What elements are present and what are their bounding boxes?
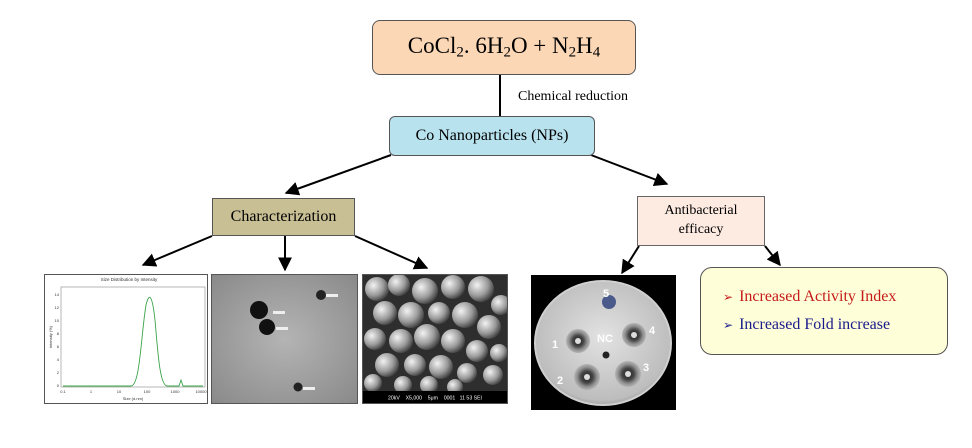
dls-ytick: 4 xyxy=(57,357,60,362)
sem-image: 20kV X5,000 5μm 0001 11 53 SEI xyxy=(362,274,508,404)
plate-label: 3 xyxy=(643,362,649,374)
reactant-box: CoCl2. 6H2O + N2H4 xyxy=(372,20,636,75)
arrow-to-sem xyxy=(354,235,429,270)
dls-xtick: 10000 xyxy=(195,389,207,394)
dls-ylabel: Intensity (%) xyxy=(48,325,53,348)
sem-caption: 20kV X5,000 5μm 0001 11 53 SEI xyxy=(388,396,482,402)
plate-label: NC xyxy=(597,333,613,345)
dls-xtick: 10 xyxy=(117,389,122,394)
characterization-box: Characterization xyxy=(212,198,355,236)
dls-xlabel: Size (d.nm) xyxy=(123,396,144,401)
dls-plot-image: Size Distribution by Intensity 0 2 4 6 8… xyxy=(44,274,208,404)
plate-label: 5 xyxy=(603,288,609,300)
arrow-to-dls xyxy=(141,235,213,267)
arrow-to-plate xyxy=(621,245,640,275)
dls-ytick: 8 xyxy=(57,331,60,336)
dls-plot-title: Size Distribution by Intensity xyxy=(101,277,158,282)
arrow-to-results xyxy=(764,245,781,267)
dls-ytick: 2 xyxy=(57,370,60,375)
nanoparticles-box: Co Nanoparticles (NPs) xyxy=(389,116,595,156)
dls-xtick: 1 xyxy=(90,389,93,394)
plate-label: 1 xyxy=(552,339,558,351)
antibacterial-label-line2: efficacy xyxy=(678,222,724,237)
arrow-bullet-icon: ➢ xyxy=(723,318,734,332)
dls-ytick: 14 xyxy=(55,292,60,297)
dls-ytick: 10 xyxy=(55,318,60,323)
agar-plate-image: 5 NC 4 1 3 2 xyxy=(531,275,676,410)
dls-xtick: 0.1 xyxy=(60,389,66,394)
dls-ytick: 12 xyxy=(55,305,60,310)
antibacterial-label-line1: Antibacterial xyxy=(664,203,738,219)
dls-xtick: 1000 xyxy=(171,389,181,394)
arrow-to-characterization xyxy=(284,154,392,196)
result-item: ➢Increased Fold increase xyxy=(723,316,891,333)
tem-image xyxy=(211,274,358,404)
dls-ytick: 0 xyxy=(57,383,60,388)
results-box: ➢Increased Activity Index ➢Increased Fol… xyxy=(700,267,948,355)
reaction-label: Chemical reduction xyxy=(518,89,629,104)
reactant-formula: CoCl2. 6H2O + N2H4 xyxy=(407,33,601,61)
plate-label: 4 xyxy=(649,325,656,337)
result-item: ➢Increased Activity Index xyxy=(723,288,897,305)
arrow-to-antibacterial xyxy=(590,154,669,187)
dls-xtick: 100 xyxy=(144,389,151,394)
plate-label: 2 xyxy=(557,375,563,387)
antibacterial-box: Antibacterial efficacy xyxy=(637,196,765,246)
dls-distribution-curve xyxy=(63,296,203,387)
arrow-bullet-icon: ➢ xyxy=(723,290,734,304)
dls-ytick: 6 xyxy=(57,344,60,349)
